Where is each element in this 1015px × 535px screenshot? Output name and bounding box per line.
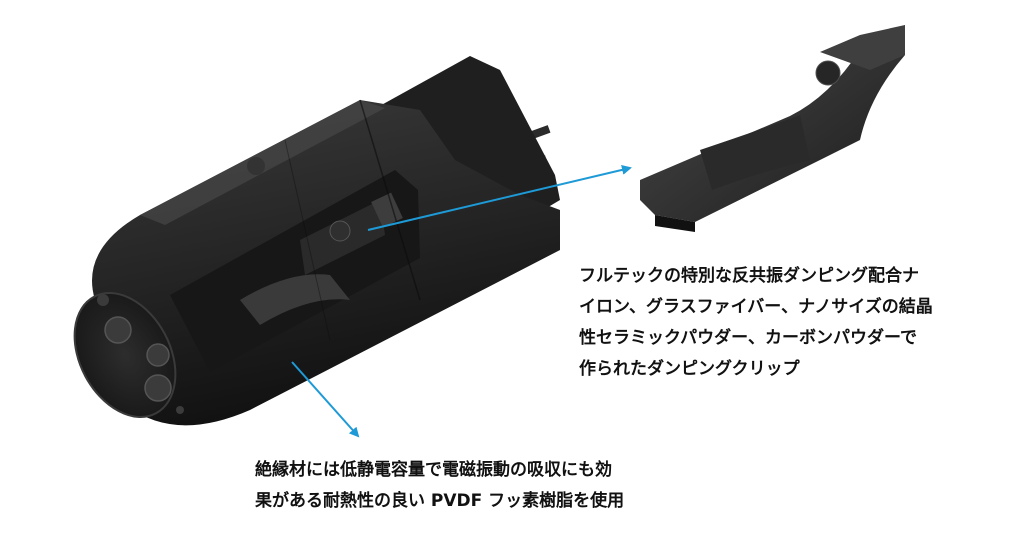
clip-description: フルテックの特別な反共振ダンピング配合ナ イロン、グラスファイバー、ナノサイズの…	[579, 261, 933, 385]
body-description: 絶縁材には低静電容量で電磁振動の吸収にも効 果がある耐熱性の良い PVDF フッ…	[255, 455, 624, 517]
clip-knob	[815, 60, 841, 86]
damping-clip	[640, 25, 905, 232]
clip-description-line: イロン、グラスファイバー、ナノサイズの結晶	[579, 297, 933, 317]
body-callout-arrow	[291, 361, 360, 438]
body-description-line: 果がある耐熱性の良い PVDF フッ素樹脂を使用	[255, 491, 625, 511]
clip-description-line: 性セラミックパウダー、カーボンパウダーで	[579, 328, 917, 348]
window-knob	[329, 220, 351, 242]
clip-description-line: 作られたダンピングクリップ	[579, 359, 800, 379]
top-knob	[247, 157, 265, 175]
front-face	[73, 292, 184, 418]
clip-callout-arrow	[367, 164, 632, 231]
body-description-line: 絶縁材には低静電容量で電磁振動の吸収にも効	[255, 460, 612, 480]
clip-description-line: フルテックの特別な反共振ダンピング配合ナ	[579, 266, 919, 286]
